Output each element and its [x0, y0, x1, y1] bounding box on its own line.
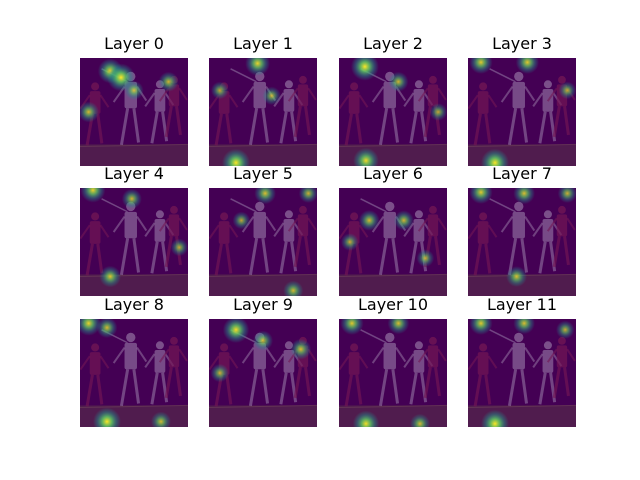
attention-overlay-image [80, 58, 188, 166]
attention-map-panel [339, 188, 447, 296]
panel-title: Layer 8 [104, 295, 164, 314]
attention-map-panel [209, 319, 317, 427]
attention-map-panel [209, 188, 317, 296]
attention-map-panel [80, 58, 188, 166]
panel-title: Layer 11 [486, 295, 558, 314]
attention-map-panel [468, 58, 576, 166]
attention-map-panel [468, 319, 576, 427]
attention-overlay-image [80, 188, 188, 296]
attention-overlay-image [339, 319, 447, 427]
panel-title: Layer 3 [492, 34, 552, 53]
attention-map-panel [80, 188, 188, 296]
attention-overlay-image [339, 58, 447, 166]
attention-overlay-image [468, 188, 576, 296]
panel-title: Layer 0 [104, 34, 164, 53]
panel-title: Layer 7 [492, 164, 552, 183]
attention-overlay-image [209, 58, 317, 166]
attention-map-panel [80, 319, 188, 427]
panel-title: Layer 4 [104, 164, 164, 183]
attention-overlay-image [209, 319, 317, 427]
attention-overlay-image [468, 319, 576, 427]
attention-overlay-image [80, 319, 188, 427]
panel-title: Layer 6 [363, 164, 423, 183]
attention-map-panel [339, 58, 447, 166]
attention-map-panel [339, 319, 447, 427]
panel-title: Layer 10 [357, 295, 429, 314]
attention-overlay-image [339, 188, 447, 296]
panel-title: Layer 5 [233, 164, 293, 183]
attention-map-panel [209, 58, 317, 166]
attention-map-panel [468, 188, 576, 296]
panel-title: Layer 9 [233, 295, 293, 314]
attention-overlay-image [468, 58, 576, 166]
attention-overlay-image [209, 188, 317, 296]
panel-title: Layer 2 [363, 34, 423, 53]
panel-title: Layer 1 [233, 34, 293, 53]
